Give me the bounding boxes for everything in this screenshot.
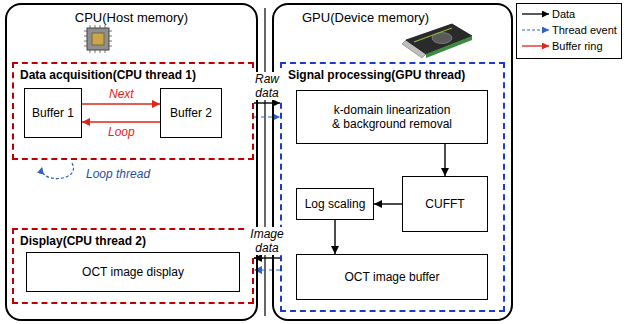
box-label: OCT image display xyxy=(82,265,184,279)
edge-label: Raw data xyxy=(248,72,286,100)
buffer-box: Buffer 1 xyxy=(24,88,82,138)
box-label: CUFFT xyxy=(425,197,464,211)
legend-sample xyxy=(522,13,549,14)
legend-label: Data xyxy=(552,7,575,21)
gpu-card-icon xyxy=(402,24,472,58)
legend-label: Thread event xyxy=(552,23,617,37)
legend-label: Buffer ring xyxy=(552,39,603,53)
group-title: Signal processing(GPU thread) xyxy=(288,68,465,82)
group-title: Display(CPU thread 2) xyxy=(20,234,146,248)
thread-group: Data acquisition(CPU thread 1) Buffer 1 Bu… xyxy=(12,62,254,160)
legend: DataThread eventBuffer ring xyxy=(516,3,622,59)
box-label: Buffer 2 xyxy=(170,106,212,120)
flow-arrow xyxy=(82,103,160,104)
flow-arrow xyxy=(444,144,445,176)
legend-sample xyxy=(522,45,549,46)
edge-label: Image data xyxy=(247,227,287,255)
group-title: Data acquisition(CPU thread 1) xyxy=(20,68,196,82)
box-label: k-domain linearization & background remo… xyxy=(331,103,454,131)
group-title: CPU(Host memory) xyxy=(7,10,256,26)
thread-group: Display(CPU thread 2) OCT image display xyxy=(12,228,254,304)
edge-label: Next xyxy=(108,87,135,101)
box-label: Buffer 1 xyxy=(32,106,74,120)
thread-group: Signal processing(GPU thread) k-domain li… xyxy=(280,62,505,312)
loop-thread-arrow xyxy=(42,163,74,179)
flow-arrow xyxy=(334,220,335,254)
group-title: GPU(Device memory) xyxy=(302,10,429,26)
flow-arrow xyxy=(82,121,160,122)
annotation-label: Loop thread xyxy=(86,167,150,181)
edge-label: Loop xyxy=(107,125,136,139)
host-memory-panel: CPU(Host memory) Data acquisition(CPU thr… xyxy=(5,3,258,321)
process-box: OCT image buffer xyxy=(296,254,488,300)
process-box: CUFFT xyxy=(402,176,488,232)
legend-sample xyxy=(522,29,549,30)
flow-arrow xyxy=(374,203,402,204)
buffer-box: Buffer 2 xyxy=(160,88,222,138)
box-label: OCT image buffer xyxy=(345,270,440,284)
device-memory-panel: GPU(Device memory) Signal processing(GPU … xyxy=(272,3,513,321)
cpu-chip-icon xyxy=(84,25,112,53)
process-box: Log scaling xyxy=(296,188,374,220)
box-label: Log scaling xyxy=(305,197,366,211)
process-box: OCT image display xyxy=(26,252,240,292)
process-box: k-domain linearization & background remo… xyxy=(296,90,488,144)
